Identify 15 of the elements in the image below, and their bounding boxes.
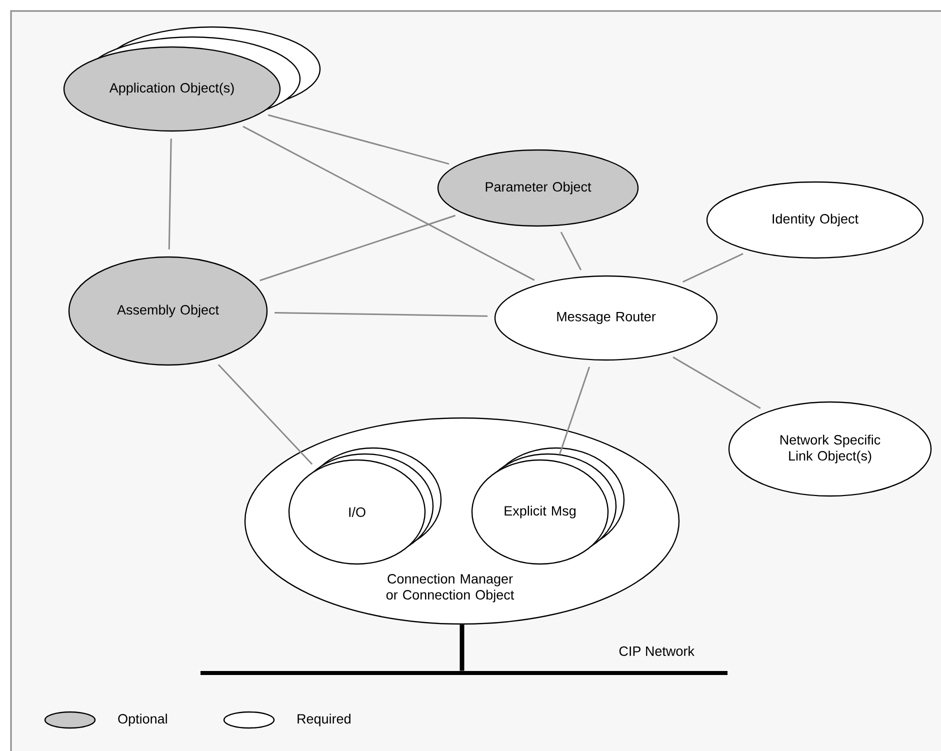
network-bus [200,671,728,675]
connector-line [460,624,464,671]
legend-label: Required [298,714,350,726]
legend-label: Optional [118,714,167,726]
connector-line [274,312,488,317]
connector-line [168,138,172,250]
bus-label: CIP Network [619,646,694,656]
connector-line [218,364,313,465]
connector-line [682,253,744,283]
connector-line [558,366,590,455]
connector-line [260,214,456,282]
connector-line [672,356,761,409]
connector-line [268,114,450,165]
connector-line [242,126,535,281]
connector-line [560,232,582,270]
